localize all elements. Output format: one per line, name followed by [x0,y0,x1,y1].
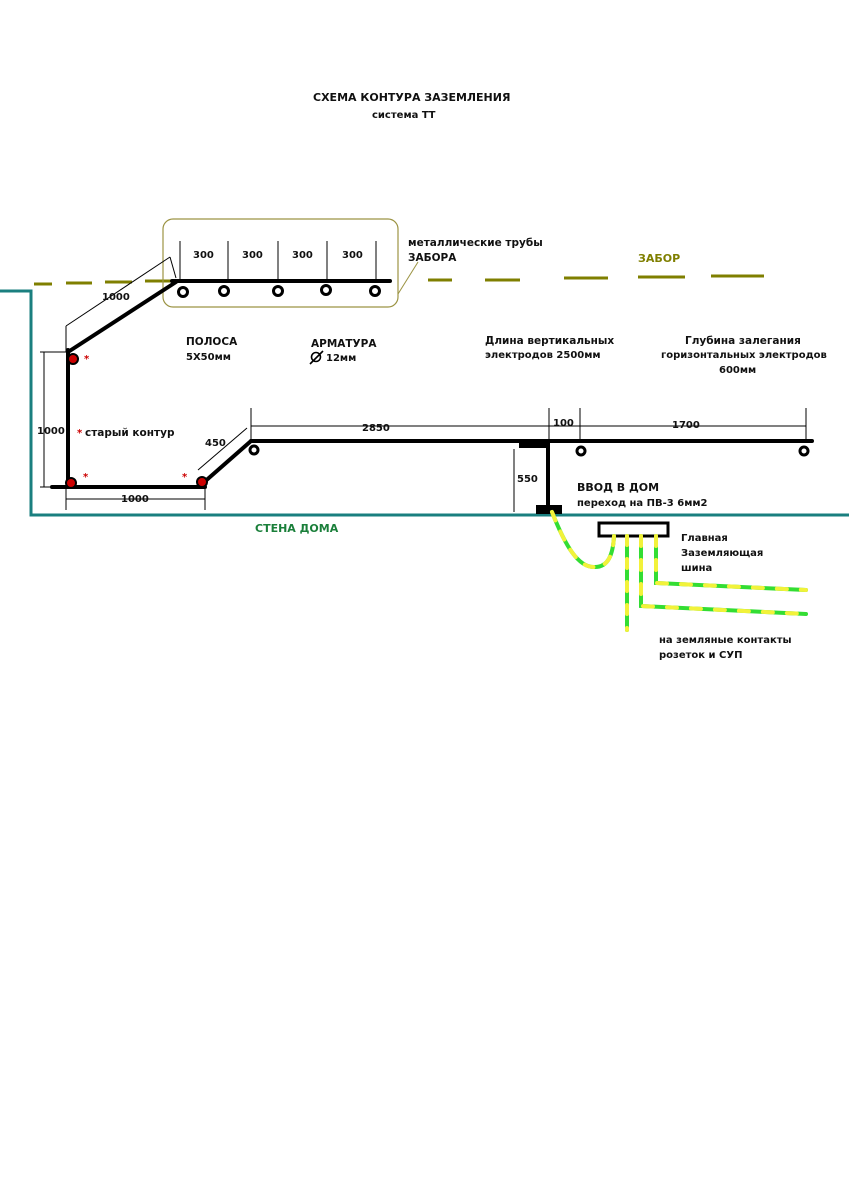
old-electrode-2 [65,477,77,489]
outlets-label: на земляные контакты [659,635,792,646]
old-electrode-3 [196,476,208,488]
dim-right-span: 1700 [672,420,700,431]
pe-wires [550,510,808,632]
fence-pipe-3 [272,285,284,297]
electrode-1 [248,444,260,456]
grounding-strip [50,279,814,512]
entry-label: ВВОД В ДОМ [577,481,659,494]
dim-diag-top: 1000 [102,292,130,303]
fence-spacing-1: 300 [193,250,214,261]
fence-pipe-2 [218,285,230,297]
svg-text:*: * [182,472,188,483]
diagram-title: СХЕМА КОНТУРА ЗАЗЕМЛЕНИЯ [313,91,510,104]
outlets-label-2: розеток и СУП [659,650,742,661]
strip-label: ПОЛОСА [186,336,238,348]
old-electrode-1 [67,353,79,365]
rebar-size-label: 12мм [326,353,356,364]
entry-pad-top [519,441,549,448]
depth-label-2: горизонтальных электродов [661,350,827,361]
house-wall [0,289,849,517]
diagram-subtitle: система ТТ [372,110,436,121]
fence-spacing-3: 300 [292,250,313,261]
dim-main-span: 2850 [362,423,390,434]
electrode-3 [798,445,810,457]
fence-spacing-ticks [179,241,377,281]
dim-entry-height: 550 [517,474,538,485]
fence-pipes-callout [397,261,419,295]
fence-pipes-label: металлические трубы [408,237,543,249]
new-electrodes [248,444,810,457]
entry-transition-label: переход на ПВ-3 6мм2 [577,498,708,509]
strip-size-label: 5Х50мм [186,352,231,363]
depth-label: Глубина залегания [685,335,801,347]
rebar-label: АРМАТУРА [311,338,377,350]
main-bus-label: Главная [681,533,728,544]
fence-pipe-electrodes [177,284,381,298]
old-contour-label: старый контур [85,427,175,439]
dim-diag-bottom: 450 [205,438,226,449]
house-wall-label: СТЕНА ДОМА [255,522,339,535]
main-bus-label-2: Заземляющая [681,548,763,559]
main-grounding-bus [597,521,670,538]
electrode-2 [575,445,587,457]
old-contour-electrodes [65,353,208,489]
svg-text:*: * [83,472,89,483]
fence-spacing-2: 300 [242,250,263,261]
vertical-length-label-2: электродов 2500мм [485,350,601,361]
depth-label-3: 600мм [719,365,756,376]
dim-left-vertical: 1000 [37,426,65,437]
svg-text:*: * [84,354,90,365]
old-markers: * * * * [77,354,188,483]
dim-offset: 100 [553,418,574,429]
fence-pipes-label-2: ЗАБОРА [408,252,457,264]
entry-pad-bottom [536,505,562,514]
fence-label: ЗАБОР [638,252,680,265]
fence-pipes-box [162,218,399,308]
fence-line [34,274,764,286]
fence-pipe-1 [177,286,189,298]
fence-pipe-4 [320,284,332,296]
diameter-icon [309,350,324,365]
pe-wire-entry [550,510,616,569]
pe-wire-outlet-3 [654,534,808,592]
fence-spacing-4: 300 [342,250,363,261]
dim-bottom-left: 1000 [121,494,149,505]
svg-text:*: * [77,428,83,439]
fence-pipe-5 [369,285,381,297]
vertical-length-label: Длина вертикальных [485,335,614,347]
dimension-lines [40,256,807,512]
main-bus-label-3: шина [681,563,712,574]
